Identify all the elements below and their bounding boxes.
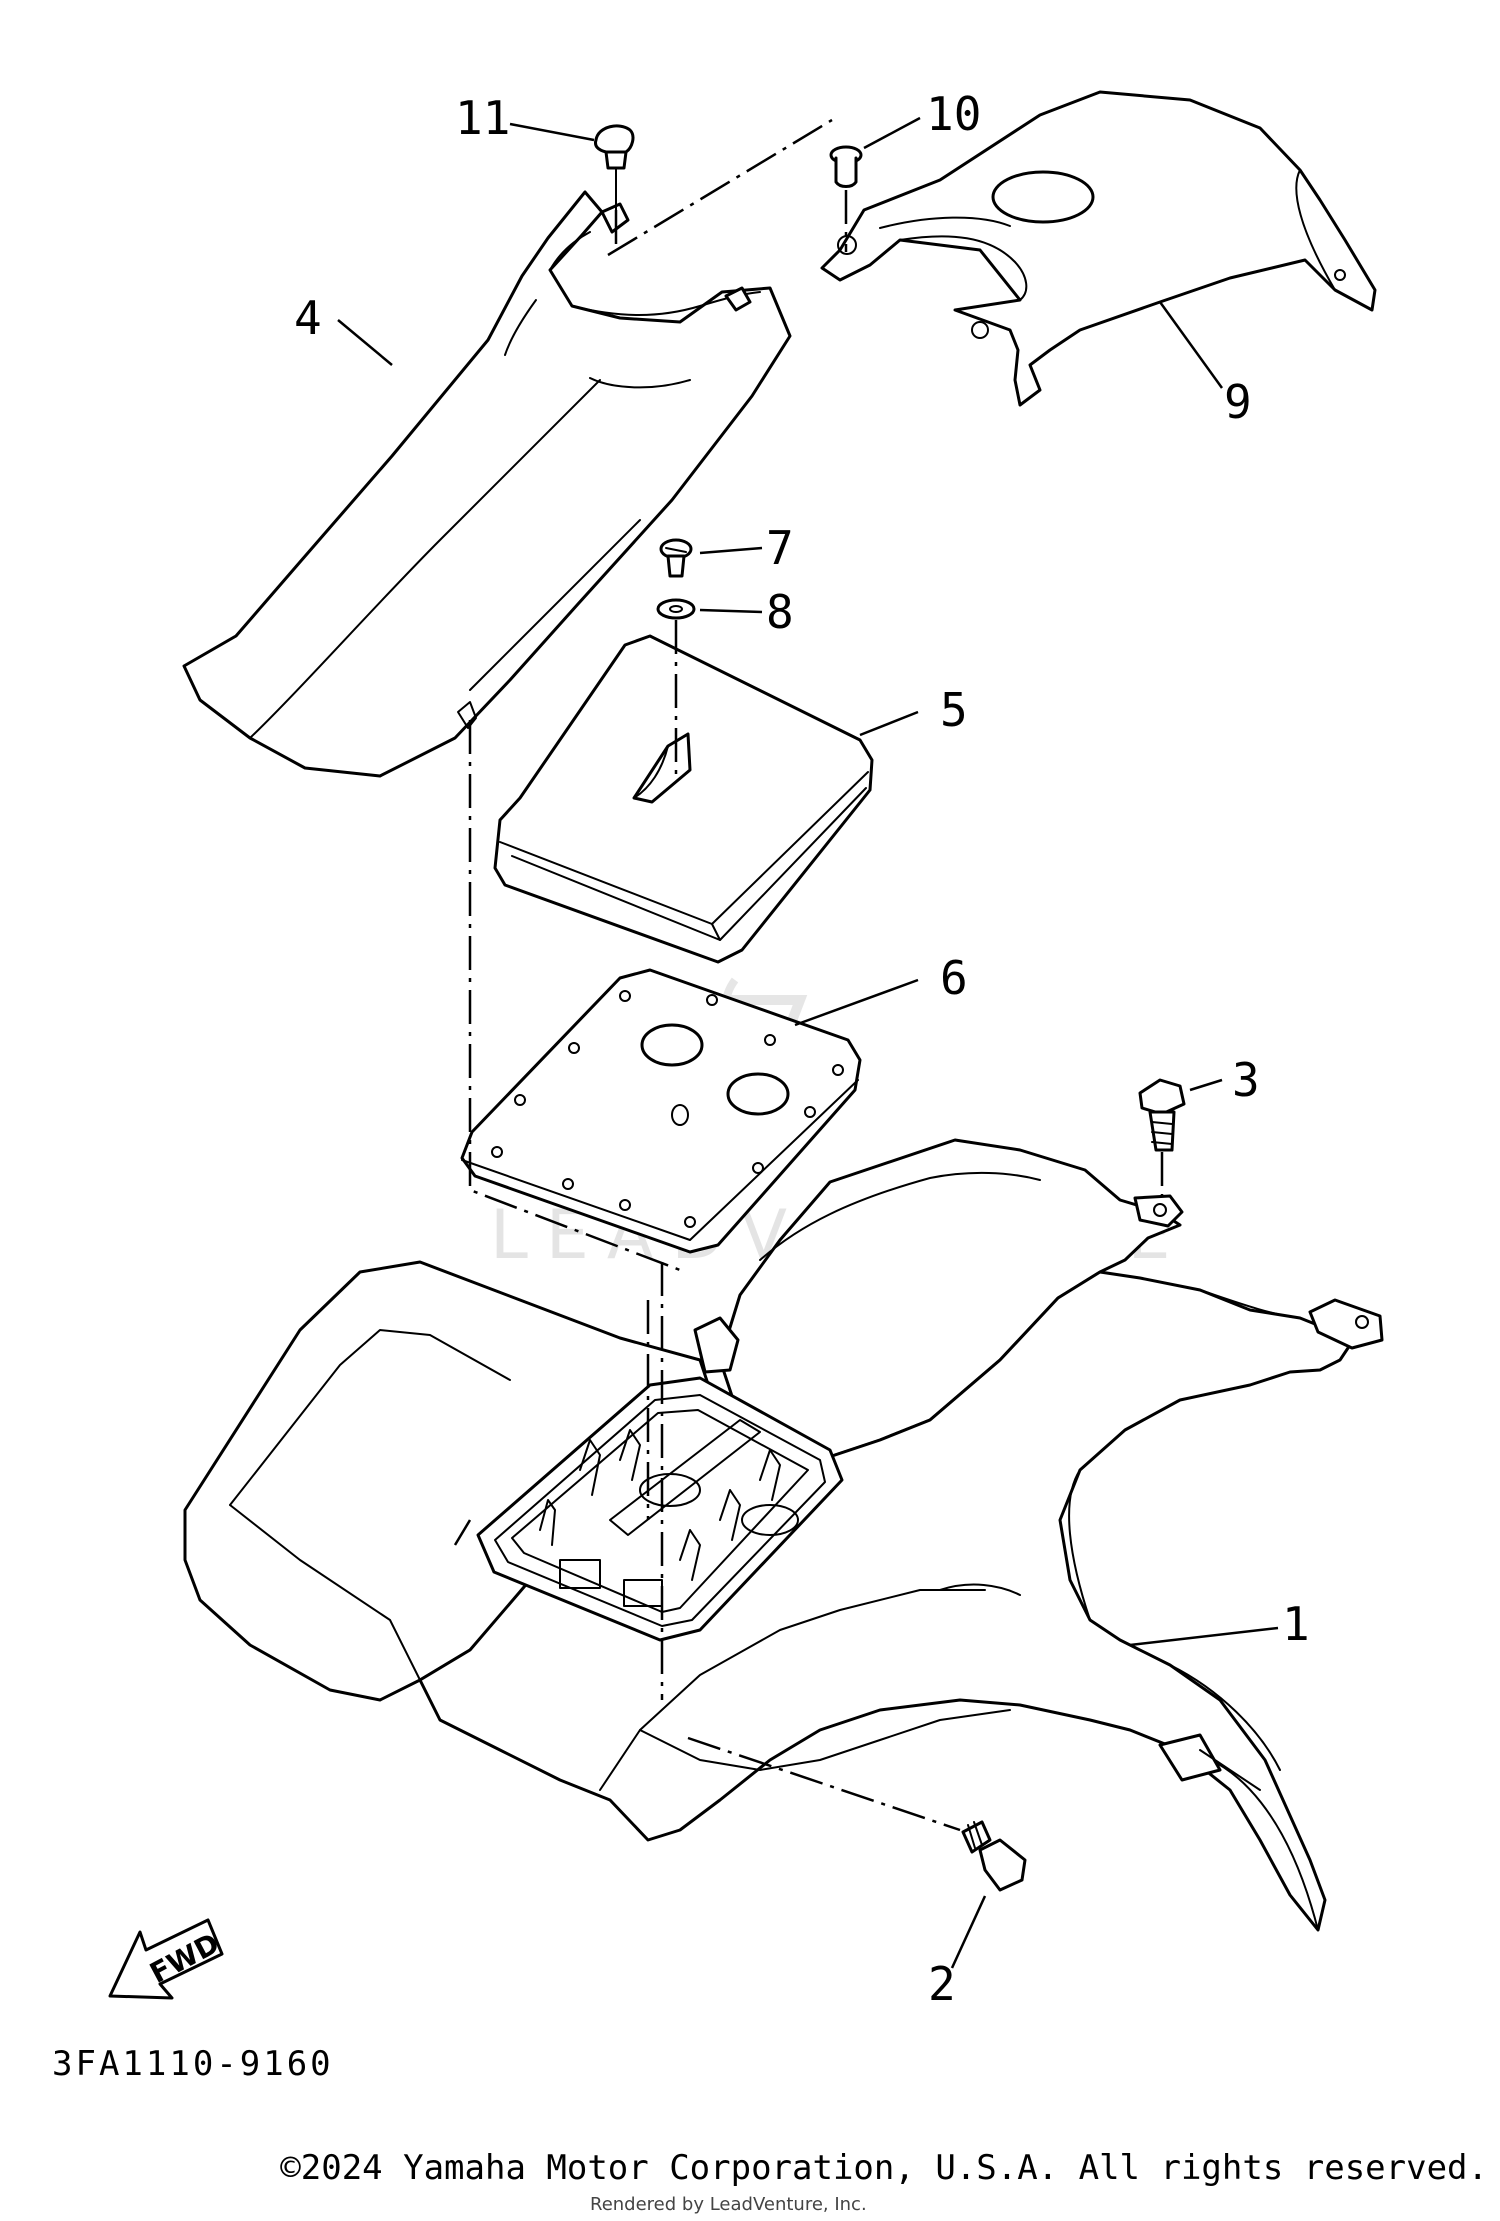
fwd-arrow: FWD [108,1918,225,2000]
callout-3: 3 [1232,1053,1260,1107]
part-9-rear-cover [820,90,1377,407]
part-6-gasket-plate [460,968,862,1254]
copyright-notice: ©2024 Yamaha Motor Corporation, U.S.A. A… [280,2148,1488,2188]
part-7-screw [659,538,693,578]
rendered-by-note: Rendered by LeadVenture, Inc. [590,2194,867,2215]
part-11-screw [594,124,635,211]
callout-9: 9 [1224,375,1252,429]
part-10-collar [829,145,863,188]
callout-7: 7 [766,521,794,575]
callout-2: 2 [928,1957,956,2011]
callout-8: 8 [766,585,794,639]
part-5-cover-lid [493,634,874,964]
diagram-code: 3FA1110-9160 [52,2044,334,2084]
callout-1: 1 [1282,1597,1310,1651]
callout-6: 6 [940,951,968,1005]
callout-5: 5 [940,683,968,737]
part-4-fender-top [182,190,792,778]
part-1-rear-fender [183,1138,1384,1932]
part-3-bolt [1138,1078,1186,1152]
callout-numbers: 11 10 4 9 7 8 5 6 3 1 2 [294,87,1310,2011]
assembly-lines [453,118,1164,1832]
leader-lines [337,116,1279,1969]
callout-4: 4 [294,291,322,345]
part-2-bolt [961,1820,1027,1892]
callout-10: 10 [926,87,981,141]
part-8-washer [656,598,696,620]
storage-box-tray [476,1376,844,1642]
callout-11: 11 [455,91,510,145]
